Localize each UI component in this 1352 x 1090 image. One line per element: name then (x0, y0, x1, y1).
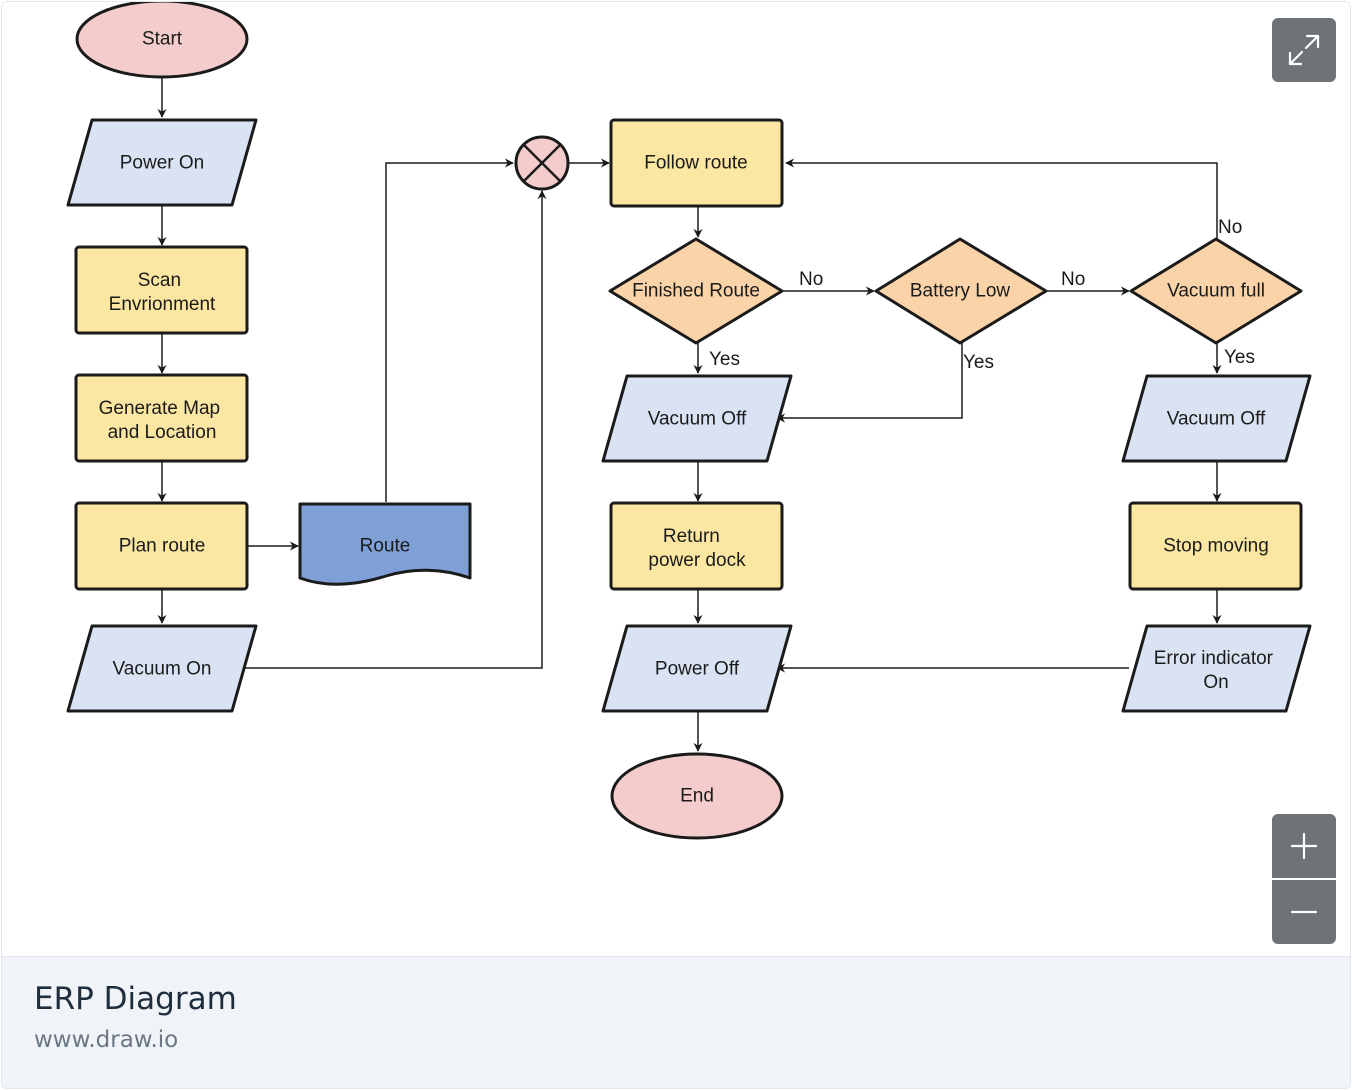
node-power-off[interactable]: Power Off (601, 624, 793, 713)
error-line-1: Error indicator (1154, 648, 1274, 669)
node-return-power-dock[interactable]: Return power dock (609, 501, 784, 591)
svg-text:Plan route: Plan route (119, 536, 206, 557)
return-line-2: power dock (648, 550, 746, 571)
node-error-indicator[interactable]: Error indicator On (1121, 624, 1312, 713)
svg-text:End: End (680, 786, 714, 807)
minus-icon (1290, 910, 1318, 914)
svg-text:Vacuum Off: Vacuum Off (648, 409, 747, 430)
svg-text:Battery Low: Battery Low (910, 281, 1011, 302)
svg-text:Vacuum Off: Vacuum Off (1167, 409, 1266, 430)
label-vacuum-full-no: No (1218, 217, 1242, 238)
zoom-divider (1272, 878, 1336, 880)
svg-text:Scan Envrionment: Scan Envrionment (109, 270, 216, 315)
node-plan-route[interactable]: Plan route (74, 501, 249, 591)
return-line-1: Return (663, 526, 720, 547)
genmap-line-2: and Location (108, 422, 217, 443)
node-route-document[interactable]: Route (298, 502, 472, 586)
label-battery-no: No (1061, 269, 1085, 290)
zoom-out-button[interactable] (1272, 880, 1336, 944)
edge-vacuum-full-follow (785, 158, 1218, 239)
svg-text:Stop moving: Stop moving (1163, 536, 1269, 557)
svg-text:Start: Start (142, 29, 183, 50)
diagram-source-link[interactable]: www.draw.io (34, 1027, 179, 1053)
label-finished-yes: Yes (709, 349, 740, 370)
nodes: Start Power On Scan Envrionment (66, 2, 1312, 840)
node-power-on[interactable]: Power On (66, 118, 258, 207)
node-start[interactable]: Start (75, 2, 249, 79)
label-finished-no: No (799, 269, 823, 290)
genmap-line-1: Generate Map (99, 398, 220, 419)
edge-route-junction (385, 158, 514, 502)
label-battery-yes: Yes (963, 352, 994, 373)
node-vacuum-on[interactable]: Vacuum On (66, 624, 258, 713)
svg-text:Power Off: Power Off (655, 659, 740, 680)
svg-text:Route: Route (360, 536, 411, 557)
diagram-canvas[interactable]: No Yes No Yes No Yes Start Power On (2, 2, 1350, 956)
svg-text:Vacuum On: Vacuum On (113, 659, 212, 680)
scan-line-2: Envrionment (109, 294, 216, 315)
node-stop-moving[interactable]: Stop moving (1128, 501, 1303, 591)
scan-line-1: Scan (138, 270, 181, 291)
svg-text:Return power dock: Return power dock (648, 526, 746, 571)
svg-text:Vacuum full: Vacuum full (1167, 281, 1265, 302)
node-summing-junction[interactable] (514, 135, 570, 191)
edges (157, 78, 1222, 752)
svg-text:Error indicator On: Error indicator On (1154, 648, 1279, 693)
node-vacuum-full[interactable]: Vacuum full (1129, 237, 1303, 345)
svg-text:Follow route: Follow route (644, 153, 748, 174)
diagram-title: ERP Diagram (34, 981, 237, 1017)
node-follow-route[interactable]: Follow route (609, 118, 784, 208)
expand-arrows-icon (1288, 34, 1320, 66)
svg-text:Generate Map and L: Generate Map and Location (99, 398, 226, 443)
node-vacuum-off-right[interactable]: Vacuum Off (1121, 374, 1312, 463)
edge-labels: No Yes No Yes No Yes (709, 217, 1255, 373)
plus-icon (1290, 832, 1318, 860)
node-battery-low[interactable]: Battery Low (874, 237, 1048, 345)
node-vacuum-off-left[interactable]: Vacuum Off (601, 374, 793, 463)
zoom-in-button[interactable] (1272, 814, 1336, 878)
node-scan-environment[interactable]: Scan Envrionment (74, 245, 249, 335)
node-finished-route[interactable]: Finished Route (608, 237, 784, 345)
edge-vacuum-on-junction (242, 190, 547, 669)
svg-text:Finished Route: Finished Route (632, 281, 760, 302)
svg-text:Power On: Power On (120, 153, 204, 174)
flowchart: No Yes No Yes No Yes Start Power On (66, 2, 1312, 840)
node-generate-map[interactable]: Generate Map and Location (74, 373, 249, 463)
error-line-2: On (1203, 672, 1228, 693)
edge-battery-vacuum-off (776, 342, 963, 423)
node-end[interactable]: End (610, 752, 784, 840)
card-footer: ERP Diagram www.draw.io (2, 956, 1350, 1088)
label-vacuum-full-yes: Yes (1224, 347, 1255, 368)
expand-button[interactable] (1272, 18, 1336, 82)
